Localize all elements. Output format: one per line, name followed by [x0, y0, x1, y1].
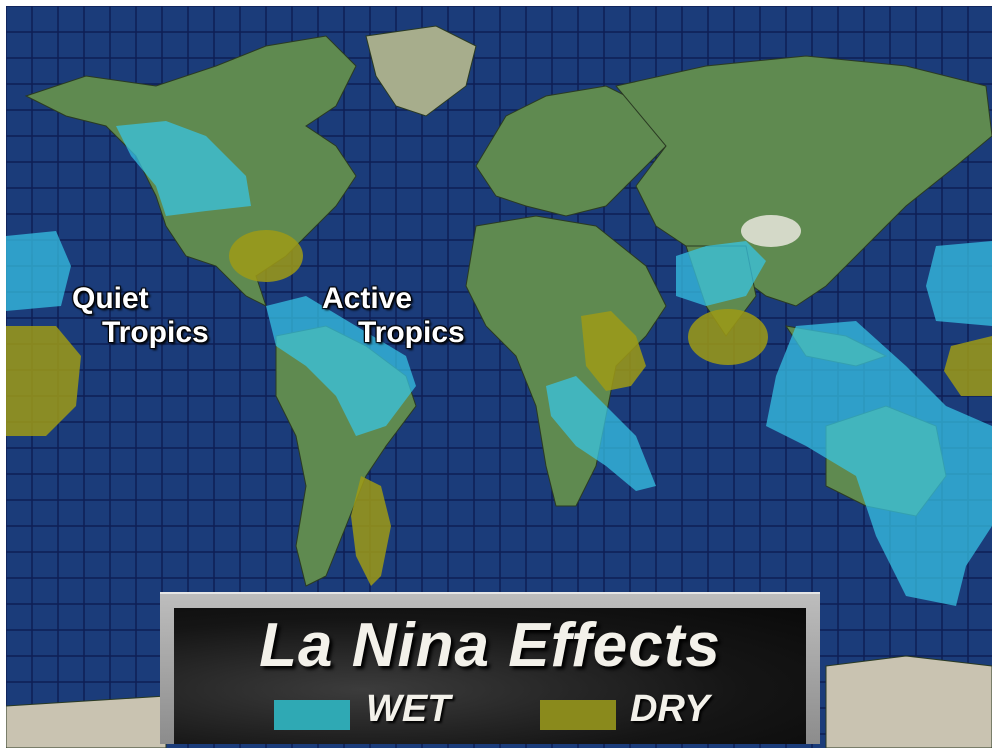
legend-panel: La Nina Effects WET DRY — [160, 592, 820, 744]
wet-region-west-pacific-right — [926, 241, 992, 326]
active-tropics-label-line1: Active — [322, 282, 413, 315]
wet-region-caribbean-brazil — [266, 296, 416, 436]
wet-swatch — [274, 700, 350, 730]
dry-region-far-east — [944, 336, 992, 396]
landmass-africa — [465, 215, 667, 507]
landmass-europe — [475, 85, 667, 217]
dry-region-indian-ocean — [688, 309, 768, 365]
active-tropics-label-line2: Tropics — [358, 316, 465, 349]
active-tropics-label: Active Tropics — [322, 282, 465, 350]
quiet-tropics-label-line1: Quiet — [72, 282, 149, 315]
dry-region-southern-us — [229, 230, 303, 282]
dry-swatch — [540, 700, 616, 730]
wet-legend-label: WET — [366, 688, 451, 730]
dry-regions — [6, 230, 992, 586]
landmass-antarctica — [6, 695, 167, 748]
dry-legend-label: DRY — [630, 688, 710, 730]
wet-region-west-pacific-left — [6, 231, 71, 311]
wet-region-india — [676, 241, 766, 306]
tibet-highlight — [741, 215, 801, 247]
map-canvas — [6, 6, 992, 748]
wet-regions — [6, 121, 992, 606]
landmass-asia — [615, 55, 992, 307]
wet-region-indonesia-australia — [766, 321, 992, 606]
wet-region-north-america — [116, 121, 251, 216]
dry-region-argentina — [351, 476, 391, 586]
wet-region-southeast-africa — [546, 376, 656, 491]
legend-title: La Nina Effects — [259, 611, 721, 680]
quiet-tropics-label: Quiet Tropics — [72, 282, 209, 350]
dry-region-east-africa — [581, 311, 646, 391]
world-map: Quiet Tropics Active Tropics — [6, 6, 992, 748]
quiet-tropics-label-line2: Tropics — [102, 316, 209, 349]
landmass-antarctica-east — [825, 655, 992, 748]
landmass-greenland — [365, 25, 477, 117]
legend-inner: La Nina Effects WET DRY — [174, 608, 806, 744]
dry-region-east-pacific — [6, 326, 81, 436]
